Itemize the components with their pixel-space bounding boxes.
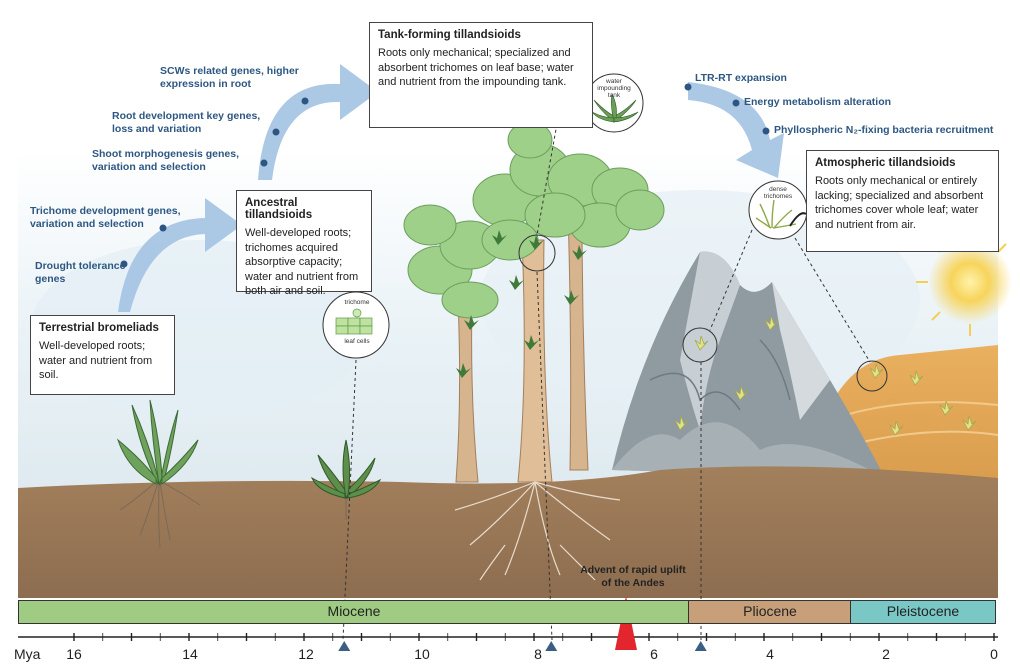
gene-bullets	[120, 83, 770, 268]
divergence-marker	[338, 641, 351, 651]
gene-label-scw: SCWs related genes, higher expression in…	[160, 65, 299, 91]
atmospheric-plants	[674, 315, 977, 436]
axis-tick-label: 14	[182, 646, 198, 662]
inset-trichome	[322, 291, 390, 359]
box-title: Terrestrial bromeliads	[39, 322, 159, 334]
box-body: Well-developed roots; water and nutrient…	[39, 340, 153, 382]
inset-water-tank	[584, 73, 644, 133]
era-miocene: Miocene	[18, 600, 690, 624]
inset-dense-trichomes	[748, 180, 808, 240]
soil	[18, 466, 998, 598]
inset-label-dense-trichomes: dense trichomes	[763, 186, 793, 200]
axis-tick-label: 16	[66, 646, 82, 662]
gene-evolution-arrows	[118, 64, 784, 312]
gene-label-ltr: LTR-RT expansion	[695, 72, 787, 84]
atmospheric-tillandsioids-box: Atmospheric tillandsioids Roots only mec…	[806, 150, 999, 252]
axis-tick-label: 2	[882, 646, 890, 662]
axis-tick-label: 0	[990, 646, 998, 662]
axis-tick-label: 12	[298, 646, 314, 662]
trees	[403, 121, 665, 581]
box-title: Tank-forming tillandsioids	[378, 29, 521, 41]
box-body: Well-developed roots; trichomes acquired…	[245, 227, 359, 298]
box-body: Roots only mechanical; specialized and a…	[378, 47, 574, 89]
box-body: Roots only mechanical or entirely lackin…	[815, 175, 984, 231]
axis-tick-label: 10	[414, 646, 430, 662]
box-title: Ancestral tillandsioids	[245, 197, 313, 221]
ancestral-tillandsioid-plant	[310, 439, 382, 520]
terrestrial-bromeliads-box: Terrestrial bromeliads Well-developed ro…	[30, 315, 175, 395]
era-pliocene: Pliocene	[688, 600, 852, 624]
divergence-marker	[694, 641, 707, 651]
box-title: Atmospheric tillandsioids	[815, 157, 956, 169]
axis-tick-label: 4	[766, 646, 774, 662]
inset-label-trichome: trichome	[344, 299, 370, 306]
axis-tick-label: 8	[534, 646, 542, 662]
gene-label-shoot-morphogenesis: Shoot morphogenesis genes, variation and…	[92, 148, 240, 174]
gene-label-drought: Drought tolerance genes	[35, 260, 126, 286]
inset-label-leaf-cells: leaf cells	[344, 338, 370, 345]
gene-label-trichome-development: Trichome development genes, variation an…	[30, 205, 181, 231]
terrestrial-bromeliad-plant	[116, 399, 201, 549]
sun	[928, 240, 1012, 324]
connector-lines	[342, 117, 871, 641]
divergence-marker	[545, 641, 558, 651]
gene-label-root-development: Root development key genes, loss and var…	[112, 110, 261, 136]
inset-label-water-tank: water impounding tank	[597, 78, 631, 99]
ancestral-tillandsioids-box: Ancestral tillandsioids Well-developed r…	[236, 190, 372, 297]
tank-forming-tillandsioids-box: Tank-forming tillandsioids Roots only me…	[369, 22, 593, 128]
axis-tick-label: 6	[650, 646, 658, 662]
axis-unit-label: Mya	[14, 646, 41, 662]
gene-label-phyllospheric: Phyllospheric N₂-fixing bacteria recruit…	[774, 124, 994, 136]
zoom-circles	[518, 234, 888, 392]
gene-label-energy: Energy metabolism alteration	[744, 96, 892, 108]
andes-uplift-label: Advent of rapid uplift of the Andes	[580, 564, 686, 590]
era-pleistocene: Pleistocene	[850, 600, 996, 624]
